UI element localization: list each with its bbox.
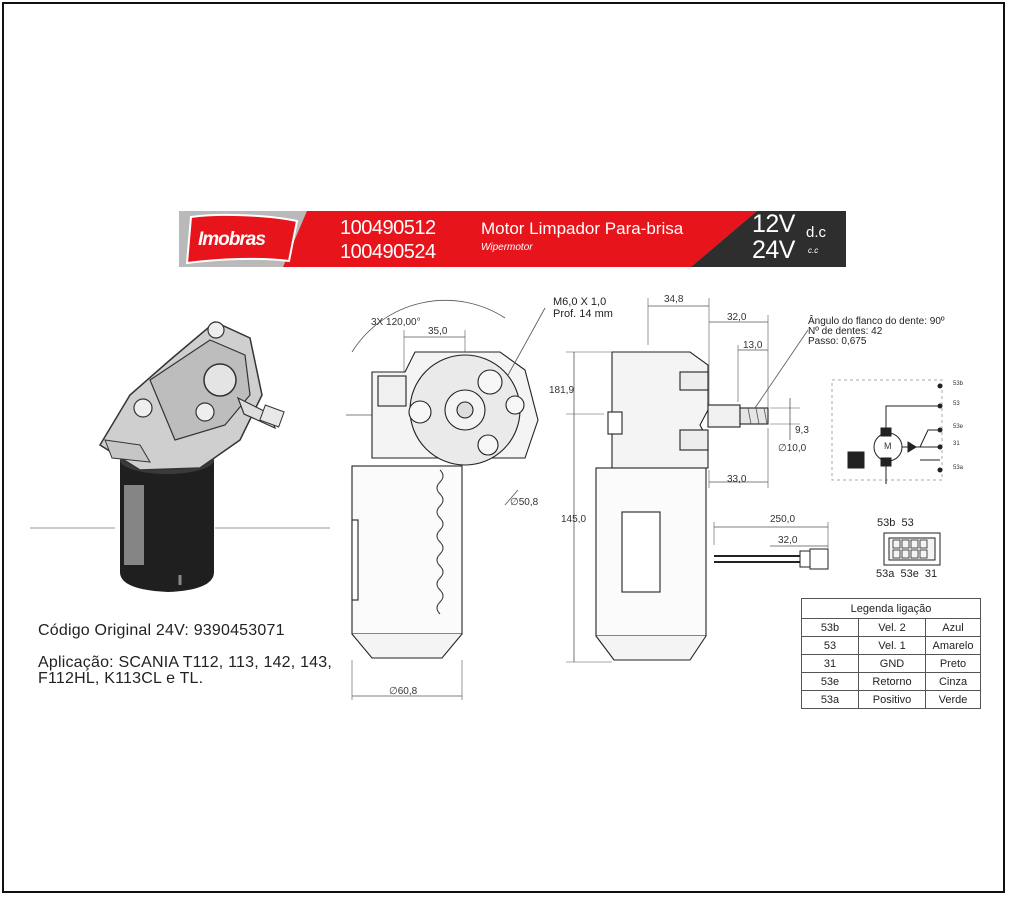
dim-diameter-50: ∅50,8 (510, 497, 539, 508)
voltage-24: 24V (752, 236, 795, 264)
product-title: Motor Limpador Para-brisa (481, 219, 684, 238)
application-line-2: F112HL, K113CL e TL. (38, 670, 204, 687)
dim-13: 13,0 (743, 340, 763, 351)
legend-row: 53 Vel. 1 Amarelo (801, 636, 981, 655)
motor-3d-illustration (30, 321, 330, 592)
legend-function: Vel. 1 (858, 636, 926, 655)
legend-color: Amarelo (925, 636, 981, 655)
connector-top-labels: 53b 53 (877, 517, 914, 529)
legend-color: Azul (925, 618, 981, 637)
dim-angle: 3X 120,00° (371, 317, 421, 328)
header-banner (179, 211, 846, 267)
schematic-terminal-53a: 53a (953, 465, 964, 471)
legend-color: Cinza (925, 672, 981, 691)
legend-row: 53e Retorno Cinza (801, 672, 981, 691)
product-code-2: 100490524 (340, 241, 436, 263)
product-codes: 100490512 100490524 (340, 216, 436, 264)
legend-terminal: 53a (801, 690, 859, 709)
legend-color: Preto (925, 654, 981, 673)
current-type-cc: c.c (808, 246, 819, 255)
legend-function: Retorno (858, 672, 926, 691)
gear-note-angle: Ângulo do flanco do dente: 90º (808, 316, 945, 327)
schematic-terminal-53: 53 (953, 401, 960, 407)
product-code-1: 100490512 (340, 217, 436, 239)
legend-terminal: 53 (801, 636, 859, 655)
connector-drawing (883, 532, 941, 566)
wiring-schematic (831, 379, 943, 484)
dim-diameter-60: ∅60,8 (389, 686, 418, 697)
dim-33: 33,0 (727, 474, 747, 485)
dim-diameter-10: ∅10,0 (778, 443, 807, 454)
legend-terminal: 31 (801, 654, 859, 673)
original-code: Código Original 24V: 9390453071 (38, 622, 285, 639)
legend-color: Verde (925, 690, 981, 709)
legend-function: GND (858, 654, 926, 673)
legend-function: Positivo (858, 690, 926, 709)
current-type-dc: d.c (806, 224, 827, 241)
dim-cable-strip: 32,0 (778, 535, 798, 546)
connector-bottom-labels: 53a 53e 31 (876, 568, 938, 580)
legend-row: 53a Positivo Verde (801, 690, 981, 709)
thread-spec-line2: Prof. 14 mm (553, 308, 613, 320)
gear-note-teeth: Nº de dentes: 42 (808, 326, 883, 337)
dim-181-9: 181,9 (549, 385, 575, 396)
dim-145: 145,0 (561, 514, 587, 525)
brand-logo: Imobras (198, 229, 266, 250)
dim-cable-length: 250,0 (770, 514, 796, 525)
connection-legend-table: Legenda ligação 53b Vel. 2 Azul 53 Vel. … (801, 598, 981, 709)
legend-function: Vel. 2 (858, 618, 926, 637)
dim-34-8: 34,8 (664, 294, 684, 305)
schematic-terminal-31: 31 (953, 441, 960, 447)
legend-title: Legenda ligação (801, 598, 981, 619)
legend-row: 53b Vel. 2 Azul (801, 618, 981, 637)
legend-terminal: 53b (801, 618, 859, 637)
dim-9-3: 9,3 (795, 425, 809, 436)
dim-width-35: 35,0 (428, 326, 448, 337)
dim-32-top: 32,0 (727, 312, 747, 323)
legend-header-row: Legenda ligação (801, 598, 981, 619)
banner-shape (179, 211, 846, 267)
legend-terminal: 53e (801, 672, 859, 691)
front-view-drawing (346, 299, 546, 700)
cable-drawing (713, 522, 829, 570)
schematic-terminal-53b: 53b (953, 381, 964, 387)
legend-row: 31 GND Preto (801, 654, 981, 673)
application-line-1: Aplicação: SCANIA T112, 113, 142, 143, (38, 654, 333, 671)
voltage-12: 12V (752, 210, 795, 238)
schematic-terminal-53e: 53e (953, 424, 964, 430)
thread-spec-line1: M6,0 X 1,0 (553, 296, 607, 308)
product-subtitle: Wipermotor (481, 242, 533, 253)
gear-note-pitch: Passo: 0,675 (808, 336, 867, 347)
side-view-drawing (566, 298, 809, 663)
motor-symbol-label: M (884, 441, 892, 451)
